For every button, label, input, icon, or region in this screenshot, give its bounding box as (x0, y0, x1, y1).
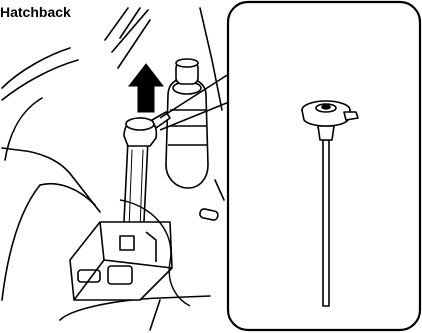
reservoir-tank (166, 59, 208, 188)
lower-housing (70, 222, 172, 300)
up-arrow-icon (129, 64, 163, 112)
diagram-title: Hatchback (0, 4, 73, 20)
